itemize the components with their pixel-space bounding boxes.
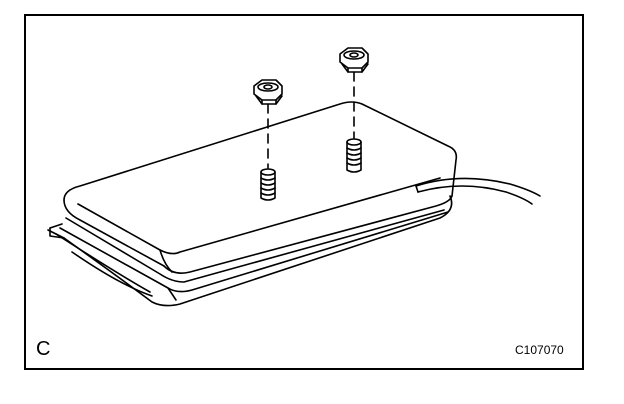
right-nut (339, 47, 369, 73)
figure-frame (24, 14, 584, 370)
figure-corner-label: C (36, 338, 51, 360)
right-stud (346, 138, 362, 173)
left-stud (260, 168, 276, 201)
module-base-flange (49, 195, 453, 307)
right-stud-nut-assembly (339, 47, 369, 173)
left-stud-nut-assembly (253, 79, 283, 201)
module-housing (47, 101, 458, 301)
figure-code: C107070 (515, 343, 564, 357)
left-nut (253, 79, 283, 105)
module-cable (415, 177, 541, 205)
